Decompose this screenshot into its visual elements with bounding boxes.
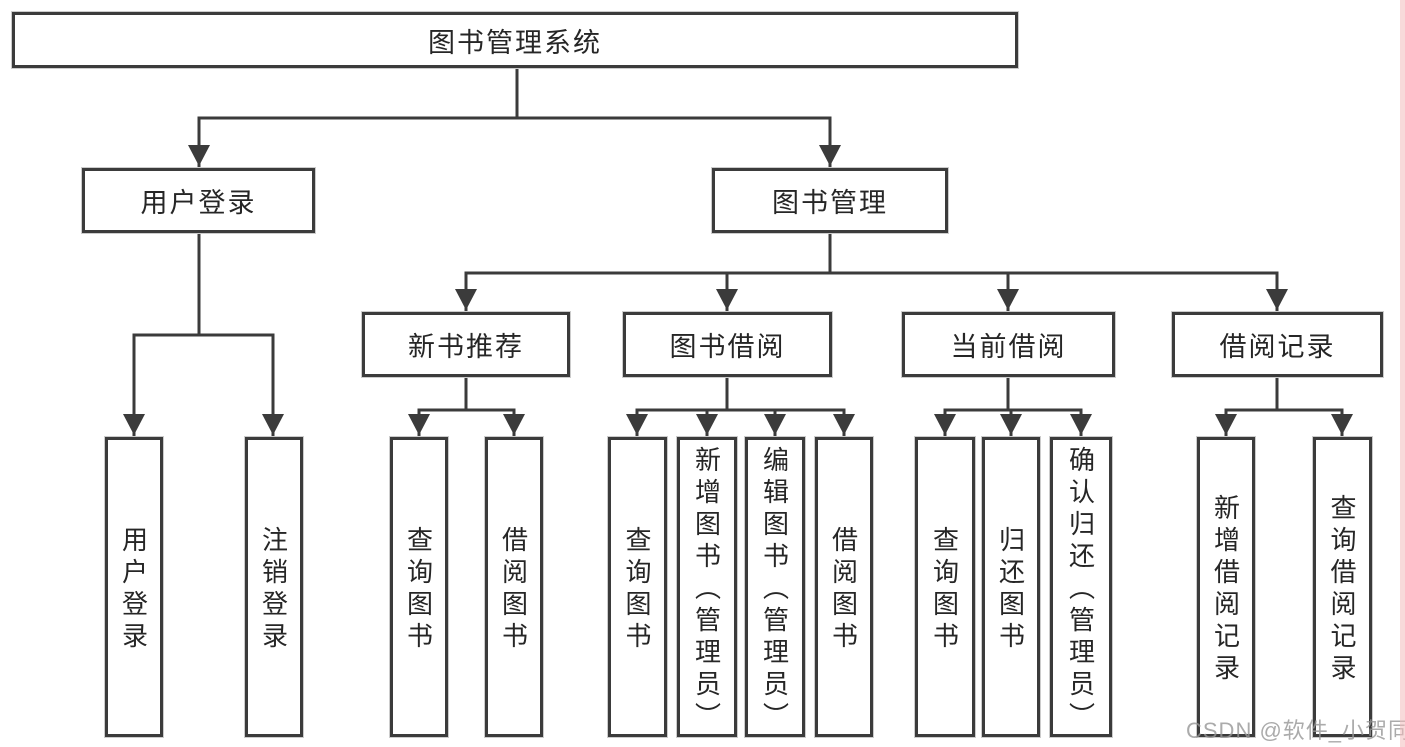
node-new-book-recommendation: 新书推荐 (362, 312, 570, 377)
leaf-query-books-1: 查询图书 (390, 437, 448, 737)
node-book-borrowing: 图书借阅 (623, 312, 832, 377)
node-label: 借阅图书 (498, 526, 529, 654)
node-user-login: 用户登录 (82, 168, 315, 233)
node-label: 归还图书 (995, 526, 1026, 654)
node-label: 图书管理 (772, 188, 888, 218)
node-label: 注销登录 (258, 526, 289, 654)
leaf-borrow-books-2: 借阅图书 (815, 437, 873, 737)
leaf-user-login: 用户登录 (105, 437, 163, 737)
node-label: 查询图书 (622, 526, 652, 654)
leaf-logout: 注销登录 (245, 437, 303, 737)
leaf-add-borrow-record: 新增借阅记录 (1197, 437, 1255, 737)
node-label: 新增借阅记录 (1210, 494, 1241, 686)
node-label: 借阅记录 (1219, 332, 1336, 362)
leaf-confirm-return-admin: 确认归还（管理员） (1050, 437, 1112, 737)
node-label: 查询图书 (403, 526, 434, 654)
leaf-borrow-books-1: 借阅图书 (485, 437, 543, 737)
node-book-management: 图书管理 (712, 168, 948, 233)
node-label: 图书管理系统 (428, 27, 602, 58)
node-library-management-system: 图书管理系统 (12, 12, 1018, 68)
leaf-edit-book-admin: 编辑图书（管理员） (745, 437, 805, 737)
leaf-query-borrow-record: 查询借阅记录 (1313, 437, 1372, 737)
leaf-query-books-2: 查询图书 (608, 437, 667, 737)
leaf-query-books-3: 查询图书 (915, 437, 975, 737)
leaf-return-books: 归还图书 (982, 437, 1040, 737)
node-label: 用户登录 (140, 188, 257, 218)
leaf-add-book-admin: 新增图书（管理员） (677, 437, 737, 737)
node-label: 新书推荐 (408, 332, 524, 362)
node-label: 图书借阅 (669, 332, 786, 362)
node-label: 确认归还（管理员） (1065, 446, 1096, 734)
node-label: 查询图书 (929, 526, 960, 654)
node-current-borrowing: 当前借阅 (902, 312, 1115, 377)
node-label: 新增图书（管理员） (691, 446, 722, 734)
node-borrowing-records: 借阅记录 (1172, 312, 1383, 377)
right-edge-strip (1400, 0, 1405, 747)
node-label: 借阅图书 (828, 526, 859, 654)
node-label: 编辑图书（管理员） (759, 446, 790, 734)
node-label: 查询借阅记录 (1327, 494, 1357, 686)
node-label: 当前借阅 (950, 332, 1067, 362)
node-label: 用户登录 (118, 526, 149, 654)
csdn-watermark: CSDN @软件_小贺同学 (1186, 718, 1405, 743)
